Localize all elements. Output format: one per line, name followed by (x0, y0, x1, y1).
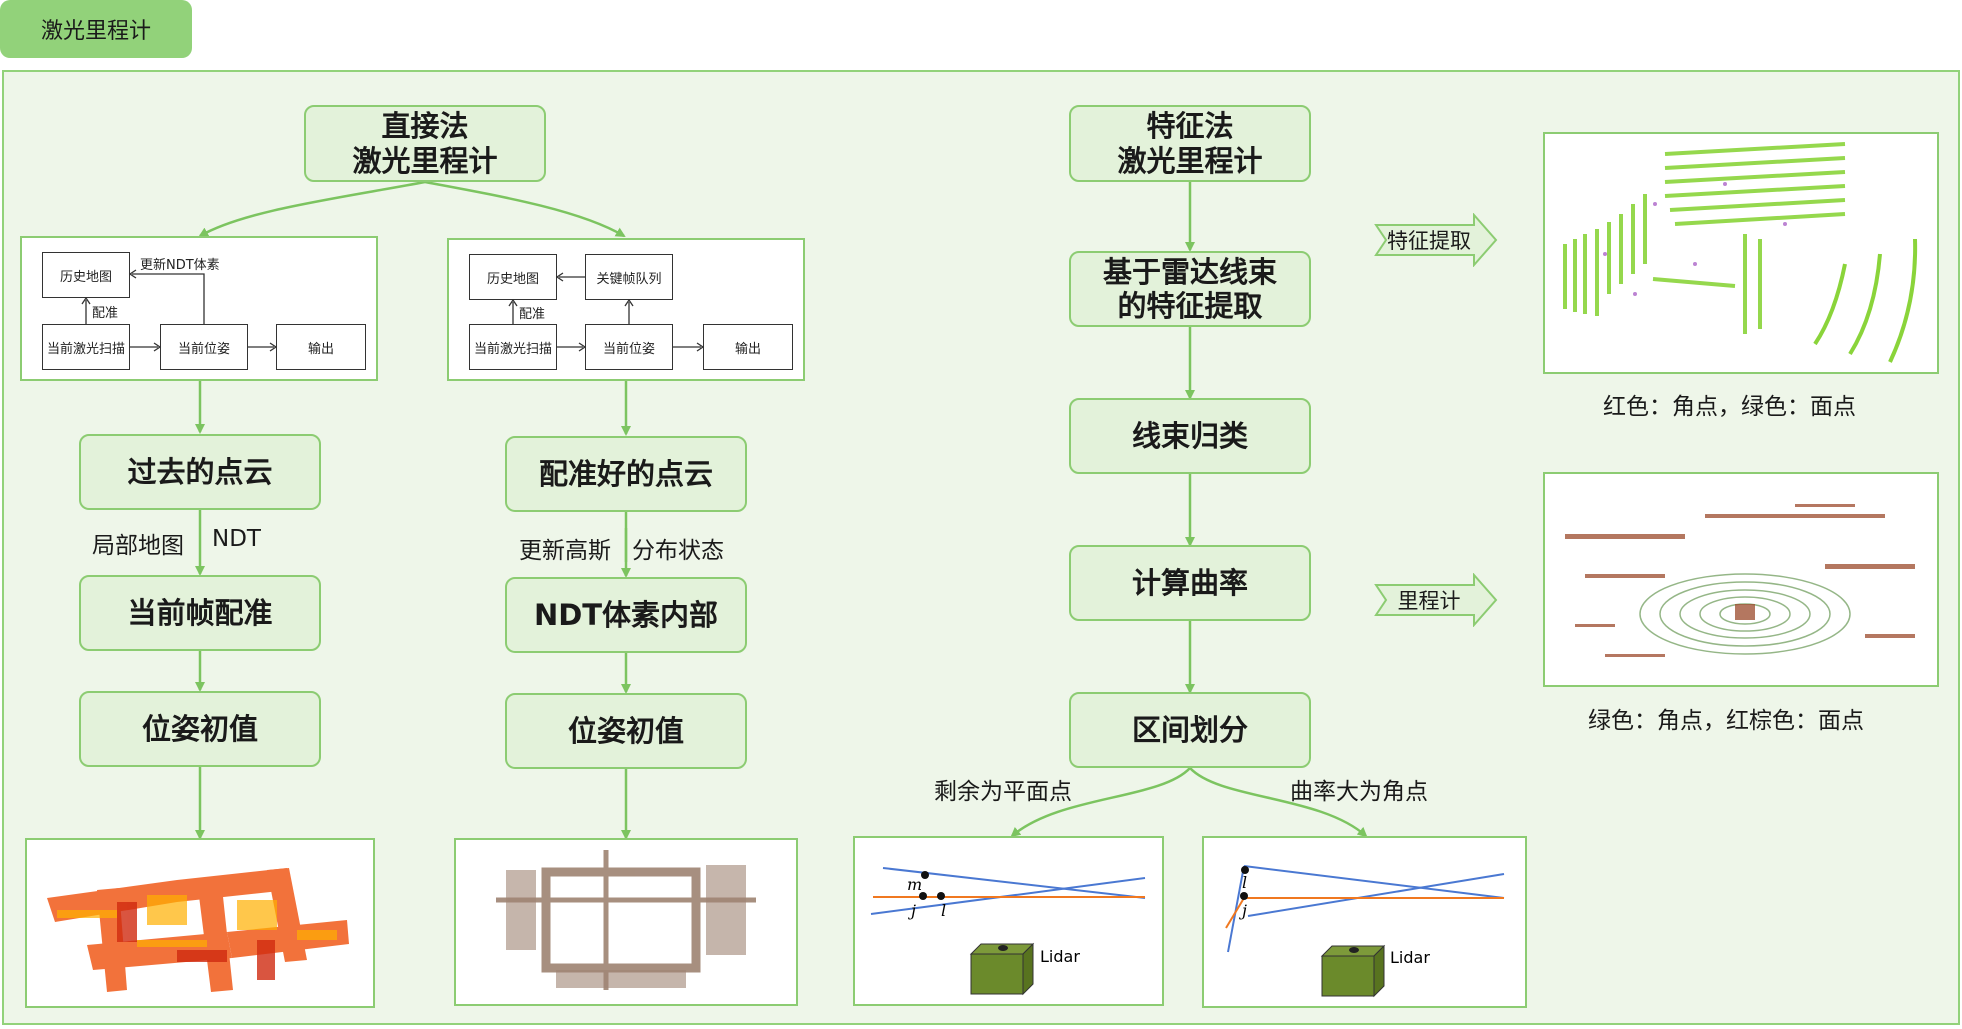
label-local-map: 局部地图 (92, 533, 184, 559)
mini-label-register-2: 配准 (519, 307, 546, 322)
mini-label-register: 配准 (92, 306, 119, 321)
label-lidar-2: Lidar (1390, 948, 1430, 967)
caption-feature-points: 红色：角点，绿色：面点 (1603, 394, 1856, 420)
page-title: 激光里程计 (0, 0, 192, 58)
label-j: j (908, 901, 916, 920)
node-feature-extraction: 基于雷达线束 的特征提取 (1069, 251, 1311, 327)
label-update-gaussian: 更新高斯 (519, 538, 611, 564)
mini-box-history-map: 历史地图 (42, 252, 130, 298)
node-direct-method-line1: 直接法 (381, 109, 469, 144)
node-direct-method: 直接法 激光里程计 (304, 105, 546, 182)
connector-branch-right (1189, 767, 1368, 838)
label-m: m (907, 875, 922, 894)
corner-point-geometry: l j Lidar (1225, 865, 1505, 998)
node-feature-extraction-line2: 的特征提取 (1117, 289, 1263, 323)
plane-point-geometry: m j l Lidar (870, 867, 1146, 996)
arrow-feature-extraction: 特征提取 (1374, 213, 1498, 267)
image-feature-points-3d (1543, 132, 1939, 374)
node-pose-initial-right: 位姿初值 (505, 693, 747, 769)
connector-direct-right (424, 180, 626, 238)
label-plane-points: 剩余为平面点 (934, 779, 1072, 805)
label-ndt: NDT (212, 526, 261, 552)
mini-box-current-pose: 当前位姿 (160, 324, 248, 370)
arrow-odometry-label: 里程计 (1397, 589, 1461, 613)
mini-box-current-pose-2: 当前位姿 (585, 324, 673, 370)
mini-label-update-ndt: 更新NDT体素 (140, 258, 220, 273)
label-j-2: j (1239, 901, 1247, 920)
image-odometry-points (1543, 472, 1939, 687)
arrow-shape-2 (1374, 573, 1498, 627)
mini-box-current-scan: 当前激光扫描 (42, 324, 130, 370)
mini-box-output: 输出 (276, 324, 366, 370)
node-feature-method-line2: 激光里程计 (1117, 143, 1263, 178)
node-ndt-voxel-inner: NDT体素内部 (505, 577, 747, 653)
label-corner-points: 曲率大为角点 (1290, 779, 1428, 805)
panel-keyframe-flow: 历史地图 关键帧队列 当前激光扫描 当前位姿 输出 配准 (447, 238, 805, 381)
connector-branch-left (1010, 767, 1191, 838)
node-feature-extraction-line1: 基于雷达线束 (1102, 254, 1277, 289)
diagram-plane-points: m j l Lidar (853, 836, 1164, 1006)
node-pose-initial-left: 位姿初值 (79, 691, 321, 767)
mini-box-current-scan-2: 当前激光扫描 (469, 324, 557, 370)
node-feature-method-line1: 特征法 (1146, 109, 1234, 144)
node-compute-curvature: 计算曲率 (1069, 545, 1311, 621)
panel-ndt-map-flow: 历史地图 当前激光扫描 当前位姿 输出 更新NDT体素 配准 (20, 236, 378, 381)
mini-box-keyframe-queue: 关键帧队列 (585, 254, 673, 300)
arrow-odometry: 里程计 (1374, 573, 1498, 627)
label-l-2: l (1242, 873, 1247, 892)
node-registered-point-cloud: 配准好的点云 (505, 436, 747, 512)
label-l: l (941, 901, 946, 920)
arrow-shape (1374, 213, 1498, 267)
brown-map-render (496, 850, 756, 990)
connector-direct-left (198, 180, 426, 238)
lidar-icon (969, 942, 1035, 996)
node-interval-split: 区间划分 (1069, 692, 1311, 768)
caption-odometry-points: 绿色：角点，红棕色：面点 (1588, 708, 1864, 734)
image-ndt-heat-map (25, 838, 375, 1008)
image-brown-point-map (454, 838, 798, 1006)
label-lidar: Lidar (1040, 947, 1080, 966)
node-beam-classify: 线束归类 (1069, 398, 1311, 474)
odometry-points-render (1565, 504, 1915, 657)
label-distribution-state: 分布状态 (632, 538, 724, 564)
node-current-frame-register: 当前帧配准 (79, 575, 321, 651)
arrow-feature-extraction-label: 特征提取 (1387, 229, 1471, 253)
mini-flow-arrows-2 (508, 272, 705, 352)
diagram-corner-points: l j Lidar (1202, 836, 1527, 1008)
node-past-point-cloud: 过去的点云 (79, 434, 321, 510)
feature-points-render (1563, 142, 1918, 363)
mini-flow-arrows (81, 269, 278, 352)
mini-box-output-2: 输出 (703, 324, 793, 370)
node-feature-method: 特征法 激光里程计 (1069, 105, 1311, 182)
lidar-icon-2 (1320, 944, 1386, 998)
ndt-map-render (47, 868, 349, 992)
node-direct-method-line2: 激光里程计 (352, 143, 498, 178)
